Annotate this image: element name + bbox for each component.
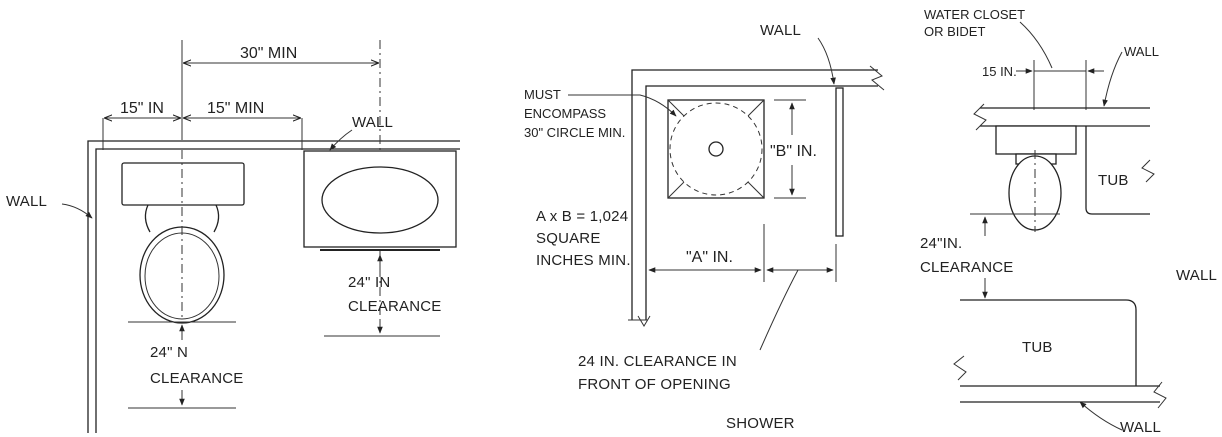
tub-upper-label: TUB xyxy=(1098,172,1129,189)
dim-30-min-label: 30" MIN xyxy=(240,45,297,62)
wall-label-left: WALL xyxy=(6,193,47,210)
room-walls xyxy=(87,140,460,433)
area-line3: INCHES MIN. xyxy=(536,252,631,269)
lavatory-clearance: 24" IN CLEARANCE xyxy=(324,254,442,337)
shower-wall-label: WALL xyxy=(760,22,801,39)
tub-plan: WATER CLOSET OR BIDET WALL 15 IN. xyxy=(920,7,1217,436)
upper-tub: TUB xyxy=(1085,126,1155,215)
dimension-15: 15" IN 15" MIN xyxy=(102,100,303,150)
opening-line2: FRONT OF OPENING xyxy=(578,376,731,393)
dimension-15-in: 15 IN. xyxy=(982,60,1104,110)
must-line3: 30" CIRCLE MIN. xyxy=(524,125,625,140)
dim-15-min-label: 15" MIN xyxy=(207,100,264,117)
lavatory-fixture xyxy=(303,150,457,251)
dim-15-in-label: 15" IN xyxy=(120,100,164,117)
shower-plan: WALL MUST ENCOMPASS 30" CIRCLE MIN. "B" … xyxy=(524,22,885,432)
area-line1: A x B = 1,024 xyxy=(536,208,628,225)
wc-bidet-line2: OR BIDET xyxy=(924,24,985,39)
lower-tub: TUB xyxy=(953,299,1137,386)
dimension-b: "B" IN. xyxy=(770,99,817,199)
wall-label-top: WALL xyxy=(352,114,393,131)
tub-lower-wall xyxy=(960,381,1167,409)
tub-clearance-line1: 24"IN. xyxy=(920,235,962,252)
lav-clearance-line1: 24" IN xyxy=(348,274,390,291)
tub-clearance: 24"IN. CLEARANCE xyxy=(920,213,1060,299)
opening-line1: 24 IN. CLEARANCE IN xyxy=(578,353,737,370)
tub-water-closet xyxy=(995,125,1077,232)
shower-walls xyxy=(628,65,885,327)
wc-bidet-line1: WATER CLOSET xyxy=(924,7,1025,22)
water-closet-fixture xyxy=(121,150,245,324)
tub-wall-right-label: WALL xyxy=(1176,267,1217,284)
wc-clearance: 24" N CLEARANCE xyxy=(128,321,244,409)
shower-stall xyxy=(667,99,765,199)
tub-wall-bottom-label: WALL xyxy=(1120,419,1161,436)
dimension-30-min: 30" MIN xyxy=(181,40,381,330)
dim-b-label: "B" IN. xyxy=(770,143,817,160)
tub-lower-label: TUB xyxy=(1022,339,1053,356)
shower-caption: SHOWER xyxy=(726,415,795,432)
wc-clearance-line2: CLEARANCE xyxy=(150,370,244,387)
must-line2: ENCOMPASS xyxy=(524,106,606,121)
dim-15-label: 15 IN. xyxy=(982,64,1017,79)
dim-a-label: "A" IN. xyxy=(686,249,733,266)
tub-clearance-line2: CLEARANCE xyxy=(920,259,1014,276)
area-line2: SQUARE xyxy=(536,230,601,247)
tub-wall-top-label: WALL xyxy=(1124,44,1159,59)
toilet-lavatory-plan: 30" MIN 15" IN 15" MIN WALL WALL xyxy=(6,40,460,433)
wc-clearance-line1: 24" N xyxy=(150,344,188,361)
dimension-a: "A" IN. xyxy=(648,224,837,282)
lav-clearance-line2: CLEARANCE xyxy=(348,298,442,315)
must-line1: MUST xyxy=(524,87,561,102)
